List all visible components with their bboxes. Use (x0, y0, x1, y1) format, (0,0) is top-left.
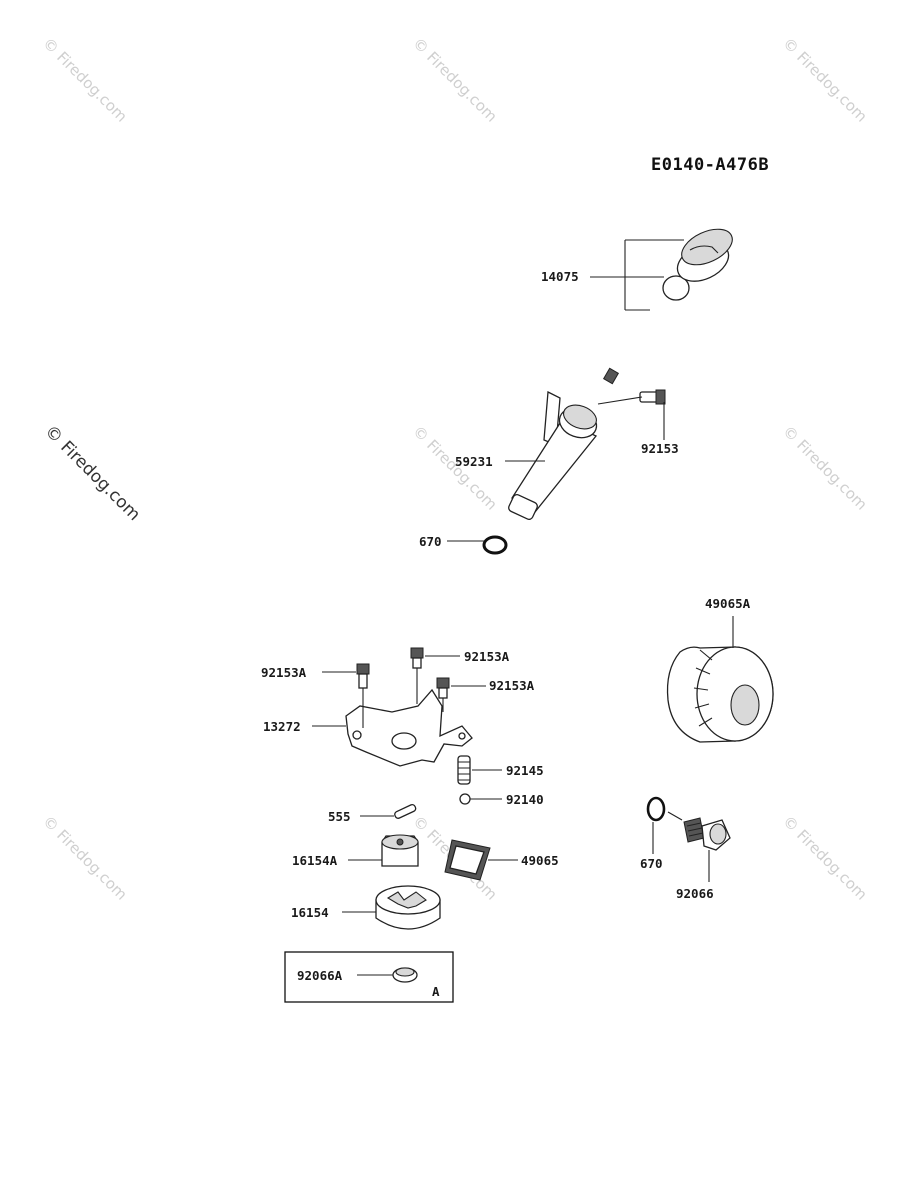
label-13272: 13272 (263, 719, 301, 734)
callout-dipstick: 14075 (541, 239, 684, 311)
label-16154: 16154 (291, 905, 329, 920)
bolt-right: 92153A (436, 677, 535, 712)
label-14075: 14075 (541, 269, 579, 284)
bolt-top: 92153A (410, 647, 510, 704)
relief-spring: 92145 (457, 755, 544, 785)
label-92153A-right: 92153A (489, 678, 535, 693)
outer-rotor: 16154 (291, 885, 441, 930)
bolt-left: 92153A (261, 663, 370, 728)
watermark: © Firedog.com (779, 422, 871, 514)
oil-screen: 49065 (444, 839, 559, 881)
relief-ball: 92140 (459, 792, 544, 807)
label-16154A: 16154A (292, 853, 338, 868)
label-92153A-left: 92153A (261, 665, 307, 680)
cover-plate: 13272 (263, 688, 473, 767)
tube-bolt (639, 389, 666, 405)
label-59231: 59231 (455, 454, 493, 469)
watermark: © Firedog.com (39, 812, 131, 904)
tube-oring (482, 535, 508, 555)
pin: 555 (328, 803, 417, 824)
label-92066A: 92066A (297, 968, 343, 983)
label-670-drain: 670 (640, 856, 663, 871)
drain-plug: 92066 (676, 817, 731, 901)
label-92153A-top: 92153A (464, 649, 510, 664)
label-555: 555 (328, 809, 351, 824)
label-49065A: 49065A (705, 596, 751, 611)
watermark: © Firedog.com (39, 34, 131, 126)
label-49065: 49065 (521, 853, 559, 868)
detail-box: 92066A A (284, 951, 454, 1003)
oil-filter: 49065A (666, 596, 774, 743)
label-92153: 92153 (641, 441, 679, 456)
dipstick (602, 228, 733, 385)
label-92066: 92066 (676, 886, 714, 901)
watermark: © Firedog.com (779, 34, 871, 126)
drain-oring: 670 (640, 796, 683, 871)
label-92140: 92140 (506, 792, 544, 807)
box-tag: A (432, 984, 440, 999)
label-670-tube: 670 (419, 534, 442, 549)
inner-rotor: 16154A (292, 834, 419, 868)
oil-filler-tube (508, 390, 598, 520)
diagram-code: E0140-A476B (651, 155, 769, 175)
watermark-main: © Firedog.com (40, 421, 144, 525)
callouts-tube: 92153 59231 670 (419, 396, 679, 549)
watermark: © Firedog.com (779, 812, 871, 904)
watermark: © Firedog.com (409, 34, 501, 126)
label-92145: 92145 (506, 763, 544, 778)
